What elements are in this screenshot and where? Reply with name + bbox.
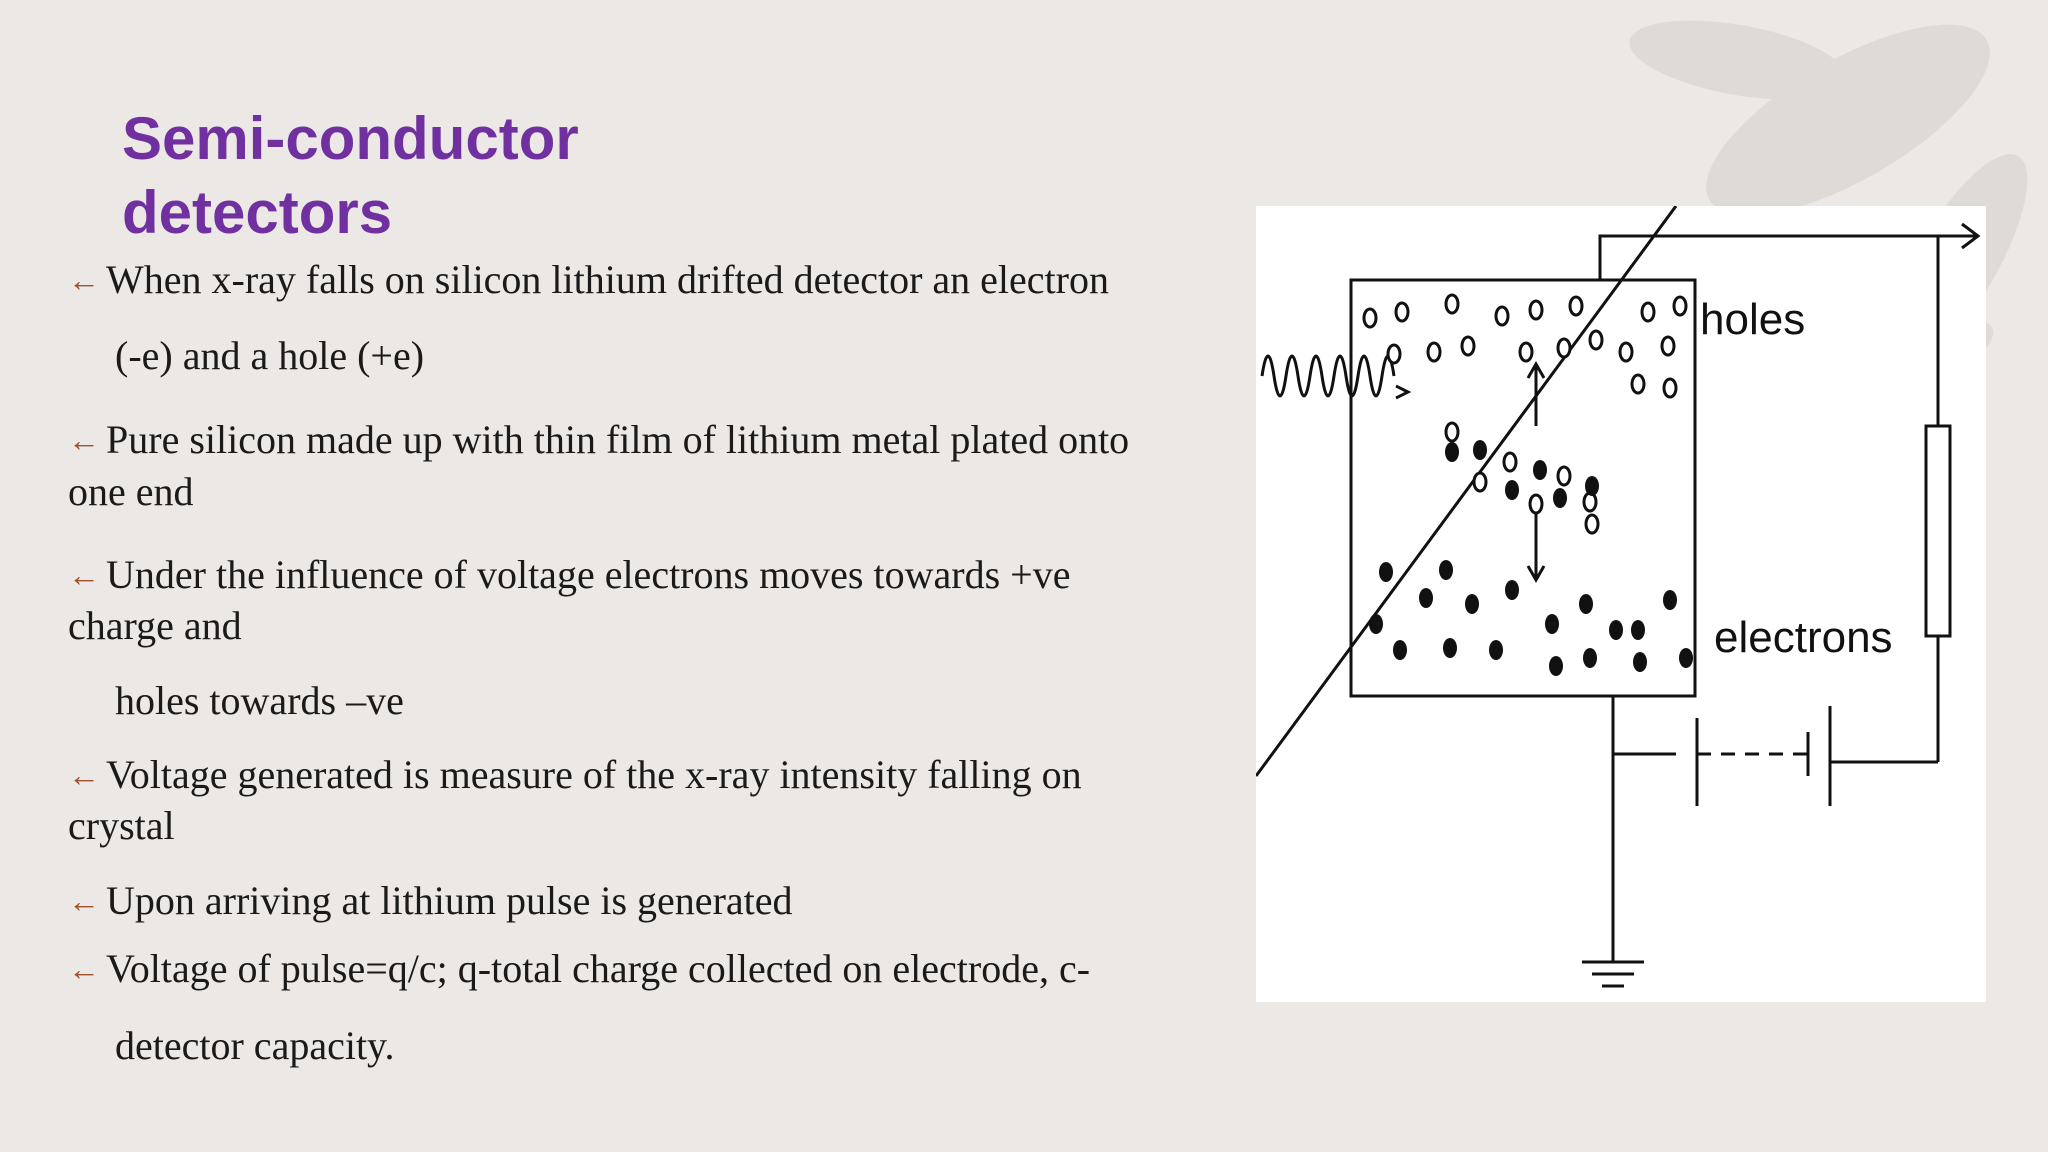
- bullet-continuation: detector capacity.: [115, 1023, 395, 1068]
- bullet-continuation: (-e) and a hole (+e): [115, 333, 425, 378]
- bullet-text: When x-ray falls on silicon lithium drif…: [106, 257, 1109, 302]
- top-wire: [1598, 234, 1978, 280]
- battery-plate-1: [1256, 206, 1678, 777]
- bullet-text: Voltage of pulse=q/c; q-total charge col…: [106, 946, 1091, 991]
- left-arrow-icon: ←: [68, 883, 100, 919]
- left-arrow-icon: ←: [68, 262, 100, 298]
- holes-group: [1362, 293, 1688, 535]
- left-arrow-icon: ←: [68, 557, 100, 593]
- crystal-box: [1349, 278, 1697, 698]
- slide-title: Semi-conductor detectors: [122, 102, 822, 250]
- xray-wave: [1260, 354, 1396, 398]
- detector-diagram: holes electrons: [1256, 206, 1986, 1002]
- bullet-continuation: holes towards –ve: [115, 678, 404, 723]
- holes-label: holes: [1700, 295, 1805, 344]
- xray-arrow-icon: [1395, 384, 1412, 400]
- bullet-wrap: crystal: [68, 803, 175, 848]
- bullet-text: Pure silicon made up with thin film of l…: [106, 417, 1130, 462]
- title-line-1: Semi-conductor: [122, 105, 579, 172]
- detector-diagram-svg: holes electrons: [1256, 206, 1981, 988]
- bullet-text: Upon arriving at lithium pulse is genera…: [106, 878, 793, 923]
- bullet-text: Voltage generated is measure of the x-ra…: [106, 752, 1082, 797]
- bullet-item: ←Pure silicon made up with thin film of …: [68, 414, 1208, 468]
- electrons-label: electrons: [1714, 613, 1893, 662]
- bullet-item: ←Voltage of pulse=q/c; q-total charge co…: [68, 943, 1208, 997]
- title-line-2: detectors: [122, 179, 393, 246]
- output-arrow-icon: [1961, 222, 1981, 250]
- bullet-item: ←Upon arriving at lithium pulse is gener…: [68, 875, 1208, 929]
- bullet-item: ←When x-ray falls on silicon lithium dri…: [68, 254, 1208, 308]
- bullet-wrap: charge and: [68, 603, 242, 648]
- left-arrow-icon: ←: [68, 757, 100, 793]
- left-arrow-icon: ←: [68, 951, 100, 987]
- electrons-group: [1369, 440, 1693, 676]
- bullet-item: ←Under the influence of voltage electron…: [68, 549, 1208, 603]
- bullet-wrap: one end: [68, 469, 194, 514]
- bullet-text: Under the influence of voltage electrons…: [106, 552, 1071, 597]
- up-arrow-icon: [1526, 360, 1546, 379]
- left-arrow-icon: ←: [68, 422, 100, 458]
- resistor: [1924, 424, 1952, 638]
- bullet-item: ←Voltage generated is measure of the x-r…: [68, 749, 1208, 803]
- down-arrow-icon: [1526, 565, 1546, 584]
